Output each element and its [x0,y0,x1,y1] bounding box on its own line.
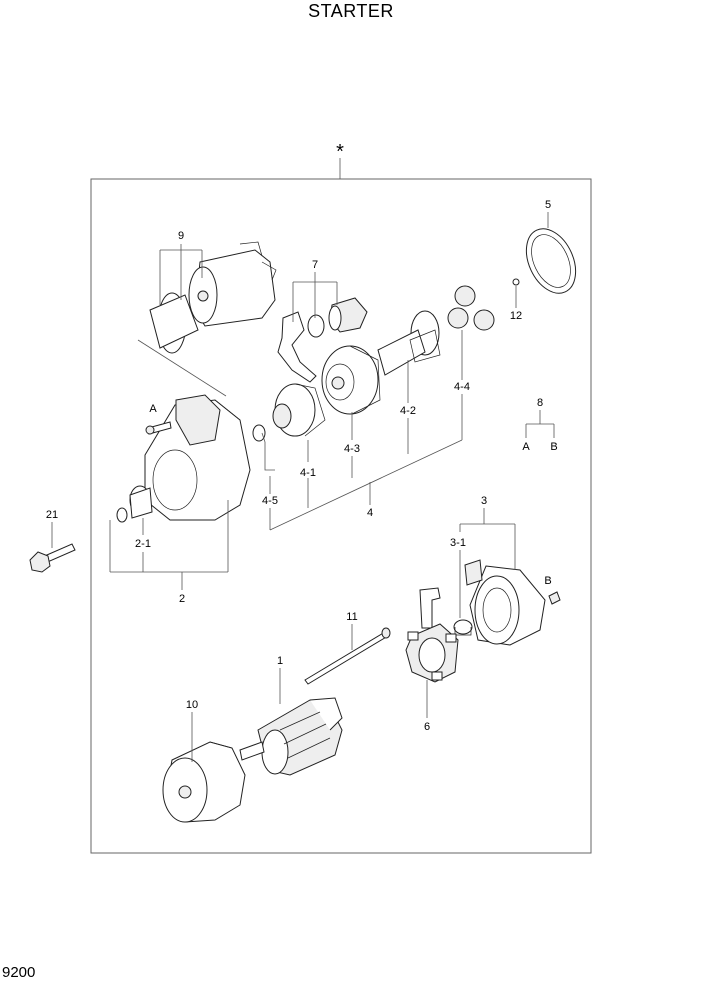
drive-lever-part [277,297,368,383]
part-label-4-2: 4-2 [400,405,416,417]
solenoid-part [149,241,277,354]
internal-gear-part [321,345,381,415]
part-label-2-1: 2-1 [135,538,151,550]
part-label-21: 21 [46,509,58,521]
part-label-5: 5 [545,199,551,211]
bolt-21-part [29,543,76,573]
assembly-frame [90,178,592,854]
part-label-1: 1 [277,655,283,667]
part-label-6: 6 [424,721,430,733]
assembly-marker: * [336,141,344,163]
part-label-8: 8 [537,397,543,409]
gear-shaft-part [377,310,441,376]
part-label-10: 10 [186,699,198,711]
front-housing-part [116,394,251,523]
part-label-12: 12 [510,310,522,322]
through-bolt-part [304,627,391,685]
part-label-3: 3 [481,495,487,507]
bolt-a-part [145,421,172,435]
part-label-4-3: 4-3 [344,443,360,455]
cover-cap-part [453,619,473,636]
part-label-4-5: 4-5 [262,495,278,507]
part-label-11: 11 [346,611,357,623]
part-label-4-4: 4-4 [454,381,470,393]
snap-ring-part [252,424,266,442]
part-label-3-1: 3-1 [450,537,466,549]
yoke-part [162,741,246,823]
ring-part [525,228,577,294]
page-title: STARTER [308,1,394,21]
part-label-7: 7 [312,259,318,271]
part-label-4-1: 4-1 [300,467,316,479]
part-label-4: 4 [367,507,373,519]
ref-label-b: B [544,575,551,587]
overrunning-clutch-part [272,383,326,437]
page-number: 9200 [2,964,36,981]
screw-b-part [548,591,561,605]
brush-holder-part [405,587,459,683]
part-label-9: 9 [178,230,184,242]
ball-part [512,278,520,286]
rear-cover-part [464,559,546,646]
part-label-8-a: A [522,441,530,453]
ref-label-a: A [149,403,157,415]
part-label-2: 2 [179,593,185,605]
planet-gears-part [447,285,495,331]
armature-part [239,697,343,776]
part-label-8-b: B [550,441,557,453]
